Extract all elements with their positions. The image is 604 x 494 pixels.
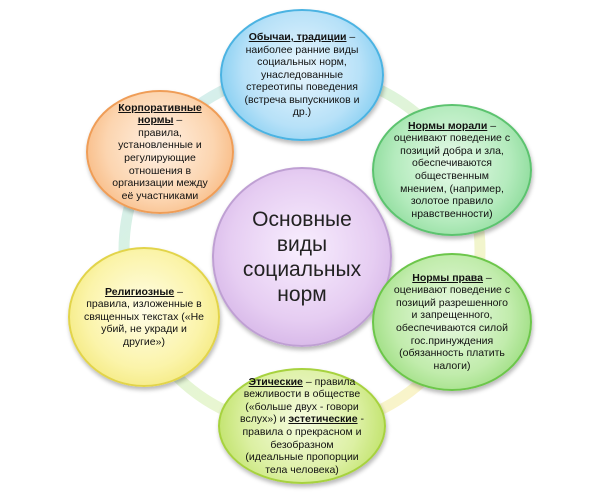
- node-text: обеспечиваются силой: [396, 322, 508, 334]
- center-line: социальных: [242, 258, 362, 281]
- node-customs-traditions: Обычаи, традиции – наиболее ранние виды …: [220, 9, 384, 141]
- node-text: общественным: [415, 170, 489, 182]
- node-text: вежливости в обществе: [243, 388, 361, 401]
- node-text: безобразном: [270, 438, 334, 451]
- node-text: её участниками: [121, 189, 199, 202]
- node-text: (обязанность платить: [399, 347, 505, 360]
- node-text: правила о прекрасном и: [242, 426, 362, 438]
- node-text: – правила: [302, 375, 356, 388]
- node-text: («больше двух - говори: [245, 400, 359, 413]
- node-text: социальных норм,: [257, 56, 347, 69]
- node-heading: Нормы морали: [407, 119, 488, 132]
- node-text: отношения в: [128, 164, 192, 177]
- node-text: организации между: [112, 177, 208, 190]
- node-text: –: [346, 30, 356, 43]
- node-text: оценивают поведение с: [393, 284, 511, 297]
- node-text: вслух») и: [240, 413, 289, 426]
- node-text: установленные и: [118, 139, 202, 152]
- node-text: правила,: [138, 126, 182, 139]
- node-text: позиций разрешенного: [396, 296, 508, 309]
- node-text: другие»): [123, 335, 165, 348]
- node-heading: Корпоративные: [118, 101, 202, 114]
- node-legal-norms: Нормы права – оценивают поведение с пози…: [372, 253, 532, 391]
- node-text: др.): [292, 106, 312, 119]
- node-text: гос.принуждения: [410, 334, 494, 347]
- node-heading: Религиозные: [105, 285, 175, 298]
- node-heading: Нормы права: [412, 271, 483, 284]
- center-line: норм: [277, 283, 327, 306]
- node-text: тела человека): [265, 463, 339, 476]
- node-heading: Обычаи, традиции: [248, 30, 347, 43]
- node-religious-norms: Религиозные – правила, изложенные в свящ…: [68, 247, 220, 387]
- node-text: золотое правило: [410, 195, 494, 208]
- node-text: налоги): [433, 359, 471, 372]
- node-text: стереотипы поведения: [246, 81, 358, 94]
- node-text: мнением, (например,: [400, 182, 504, 195]
- node-text: оценивают поведение с: [393, 132, 511, 145]
- node-text: (идеальные пропорции: [245, 451, 359, 464]
- node-text: наиболее ранние виды: [245, 43, 359, 56]
- node-moral-norms: Нормы морали – оценивают поведение с поз…: [372, 104, 532, 236]
- node-text: –: [174, 285, 183, 298]
- node-text: священных текстах («Не: [83, 310, 205, 323]
- node-text: и запрещенного,: [411, 309, 493, 322]
- node-heading-secondary: эстетические: [288, 413, 358, 426]
- node-text: правила, изложенные в: [86, 298, 202, 311]
- node-text: позиций добра и зла,: [400, 144, 504, 157]
- center-main-topic: Основные виды социальных норм: [212, 167, 392, 347]
- node-text: обеспечиваются: [412, 157, 492, 170]
- node-text: –: [487, 119, 497, 132]
- node-ethical-aesthetic-norms: Этические – правила вежливости в обществ…: [218, 368, 386, 484]
- center-line: Основные: [252, 208, 352, 231]
- center-line: виды: [276, 233, 328, 256]
- node-text: (встреча выпускников и: [244, 93, 360, 106]
- node-heading: нормы: [137, 114, 174, 127]
- node-text: -: [357, 413, 364, 426]
- node-text: нравственности): [411, 207, 493, 220]
- node-text: –: [482, 271, 492, 284]
- node-text: регулирующие: [124, 152, 196, 164]
- node-heading: Этические: [248, 375, 303, 388]
- node-text: убий, не укради и: [101, 323, 187, 336]
- node-text: –: [173, 114, 183, 127]
- node-text: унаследованные: [260, 68, 344, 81]
- node-corporate-norms: Корпоративные нормы – правила, установле…: [86, 90, 234, 214]
